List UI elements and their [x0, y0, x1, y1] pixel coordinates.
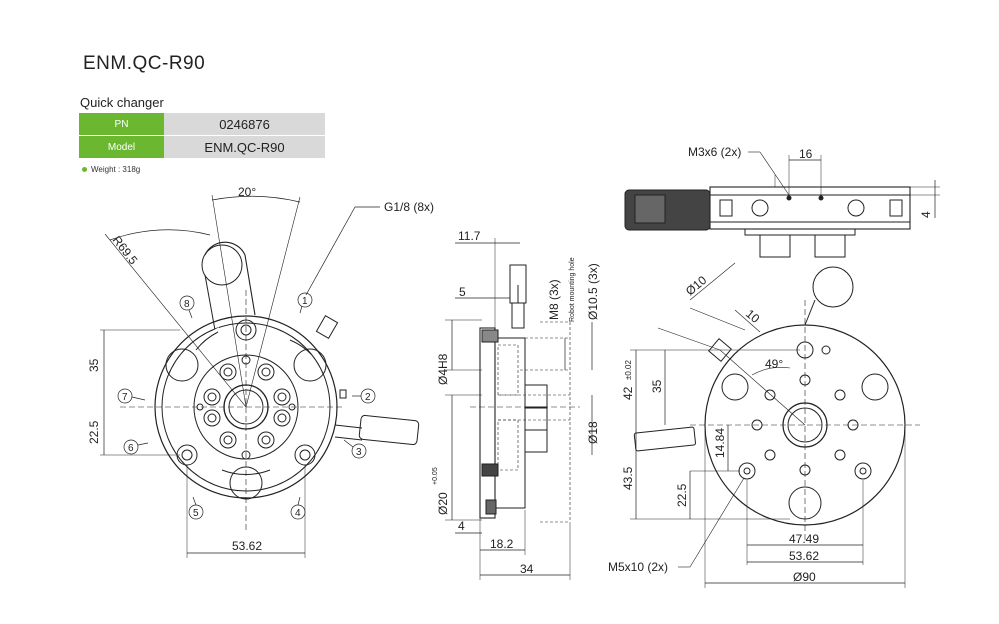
spec-row-model: Model ENM.QC-R90: [79, 135, 325, 159]
side-dim-5: 5: [459, 285, 466, 299]
top-dim-16: 16: [799, 147, 813, 161]
bullet-icon: [82, 167, 87, 173]
side-dim-d18: Ø18: [586, 421, 600, 444]
spec-key-model: Model: [79, 135, 164, 159]
front-dim-22-5: 22.5: [87, 420, 101, 444]
front-port-callout: G1/8 (8x): [384, 200, 434, 214]
spec-value-model: ENM.QC-R90: [164, 135, 325, 159]
spec-value-pn: 0246876: [164, 113, 325, 136]
port-number-4: 4: [295, 508, 301, 519]
top-view: [624, 151, 940, 258]
port-number-8: 8: [184, 299, 190, 310]
port-number-7: 7: [122, 392, 128, 403]
weight-note: Weight : 318g: [82, 165, 140, 174]
side-dim-34: 34: [520, 562, 534, 576]
spec-key-pn: PN: [79, 113, 164, 136]
side-dim-d20-tol: +0.05: [432, 467, 439, 485]
rear-view: [630, 262, 920, 588]
rear-dim-42: 42: [621, 386, 635, 400]
side-dim-d4h8: Ø4H8: [436, 353, 450, 385]
rear-dim-14-84: 14.84: [713, 428, 727, 458]
side-dim-m8: M8 (3x): [547, 279, 561, 320]
side-dim-18-2: 18.2: [490, 537, 514, 551]
rear-dim-d90: Ø90: [793, 570, 816, 584]
spec-table: PN 0246876 Model ENM.QC-R90: [79, 113, 325, 159]
rear-dim-d10: Ø10: [683, 273, 710, 299]
top-dim-m3: M3x6 (2x): [688, 145, 741, 159]
rear-dim-35: 35: [650, 379, 664, 393]
rear-dim-43-5: 43.5: [621, 466, 635, 490]
top-dim-4: 4: [919, 211, 933, 218]
port-number-6: 6: [128, 443, 134, 454]
front-angle-label: 20°: [238, 185, 256, 199]
rear-dim-53-62: 53.62: [789, 549, 819, 563]
spec-row-pn: PN 0246876: [79, 113, 325, 136]
rear-dim-47-49: 47.49: [789, 532, 819, 546]
rear-dim-49: 49°: [765, 357, 783, 371]
front-view: [100, 194, 420, 558]
rear-dim-10: 10: [743, 307, 762, 327]
side-dim-11-7: 11.7: [458, 229, 481, 243]
front-radius-label: R69.5: [110, 233, 141, 267]
port-number-1: 1: [302, 296, 308, 307]
side-dim-d20: Ø20: [436, 492, 450, 515]
rear-dim-42-tol: ±0.02: [624, 359, 633, 380]
rear-dim-22-5: 22.5: [675, 483, 689, 507]
rear-dim-m5: M5x10 (2x): [608, 560, 668, 574]
product-subtitle: Quick changer: [80, 95, 164, 110]
front-dim-35: 35: [87, 358, 101, 372]
side-dim-d10-5: Ø10.5 (3x): [586, 263, 600, 320]
port-number-3: 3: [356, 447, 362, 458]
weight-text: Weight : 318g: [91, 165, 141, 174]
port-number-2: 2: [365, 392, 371, 403]
front-dim-53-62: 53.62: [232, 539, 262, 553]
side-dim-4: 4: [458, 519, 465, 533]
product-title: ENM.QC-R90: [83, 53, 206, 74]
side-view: [445, 238, 593, 580]
side-mount-note: Robot mounting hole: [569, 257, 576, 322]
port-number-5: 5: [193, 508, 199, 519]
